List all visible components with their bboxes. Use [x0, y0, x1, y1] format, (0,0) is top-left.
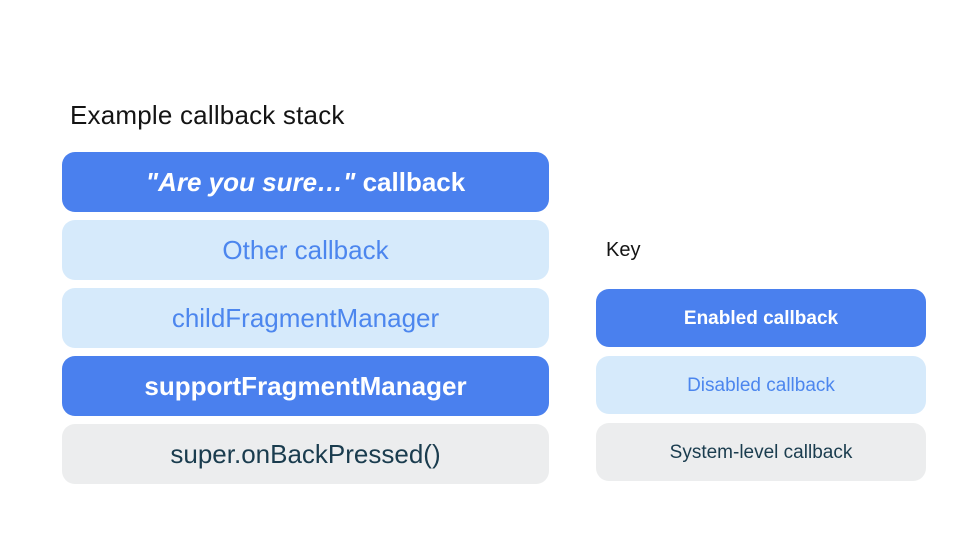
key-item-enabled-callback: Enabled callback	[596, 289, 926, 347]
key-item-system-level-callback: System-level callback	[596, 423, 926, 481]
stack-title: Example callback stack	[70, 100, 345, 130]
stack-item-other-callback: Other callback	[62, 220, 549, 280]
stack-item-label-quoted: "Are you sure…"	[145, 167, 356, 197]
key-title: Key	[606, 239, 641, 261]
stack-item-supportfragmentmanager: supportFragmentManager	[62, 356, 549, 416]
stack-item-childfragmentmanager: childFragmentManager	[62, 288, 549, 348]
key-legend: Enabled callback Disabled callback Syste…	[596, 289, 926, 490]
stack-item-are-you-sure-callback: "Are you sure…" callback	[62, 152, 549, 212]
stack-item-super-onbackpressed: super.onBackPressed()	[62, 424, 549, 484]
stack-item-label-suffix: callback	[355, 167, 466, 197]
callback-stack: "Are you sure…" callback Other callback …	[62, 152, 549, 492]
key-item-disabled-callback: Disabled callback	[596, 356, 926, 414]
